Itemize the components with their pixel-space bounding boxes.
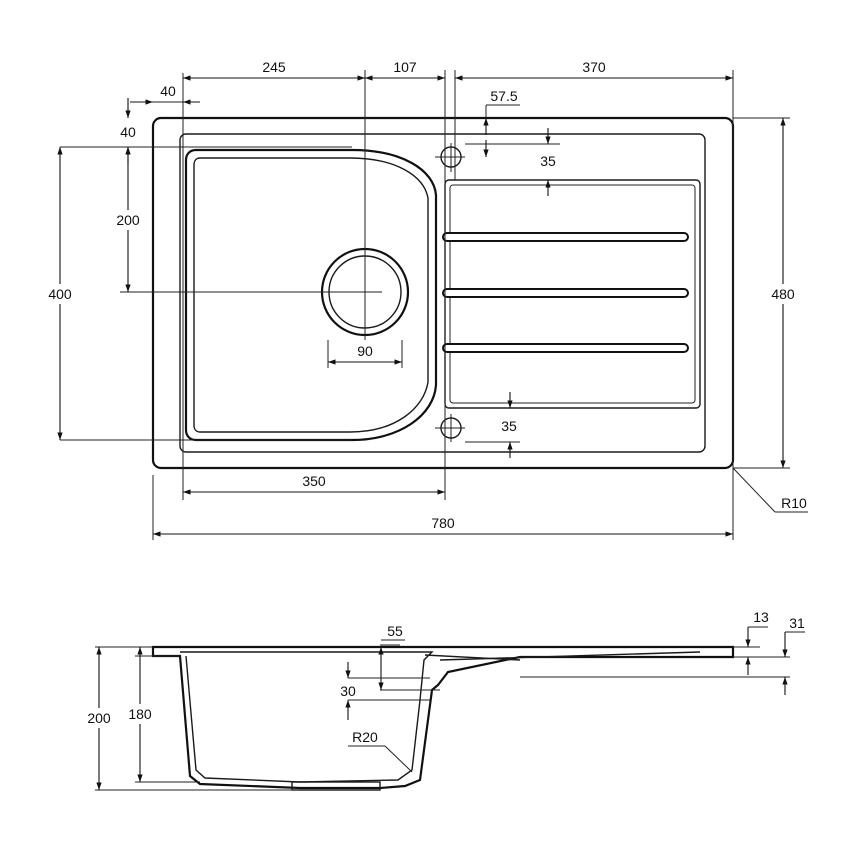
drain-flange [291,781,381,791]
dim-245: 245 [262,59,286,75]
side-dim-200: 200 [87,710,111,726]
side-dim-55: 55 [387,623,403,639]
side-dim-31: 31 [789,615,805,631]
side-dim-30: 30 [340,683,356,699]
dim-40-horizontal: 40 [160,83,176,99]
dim-370: 370 [582,59,606,75]
bowl-inner-outline [193,157,429,433]
dim-400: 400 [48,286,72,302]
dim-90: 90 [357,343,373,359]
side-profile-inner [180,651,434,783]
dim-35-bottom: 35 [501,418,517,434]
top-view: 245 107 370 40 40 200 400 480 57.5 [44,59,808,540]
side-dim-180: 180 [128,706,152,722]
side-dim-13: 13 [753,609,769,625]
dim-780: 780 [431,515,455,531]
drainer-rib-3 [442,343,689,353]
drainer-rib-2 [442,288,689,298]
dim-35-top: 35 [540,153,556,169]
bowl-outline [184,148,438,442]
drainer-rib-1 [442,232,689,242]
dim-350: 350 [302,473,326,489]
side-profile-outline [151,645,735,790]
sink-inner-rim [179,133,706,453]
dim-r10: R10 [781,495,807,511]
dim-57-5: 57.5 [490,88,517,104]
dim-200: 200 [116,212,140,228]
dim-480: 480 [771,286,795,302]
side-view: 200 180 55 30 13 31 R20 [83,609,805,791]
dim-40-vertical: 40 [120,124,136,140]
dim-107: 107 [393,59,417,75]
side-dim-r20: R20 [352,729,378,745]
